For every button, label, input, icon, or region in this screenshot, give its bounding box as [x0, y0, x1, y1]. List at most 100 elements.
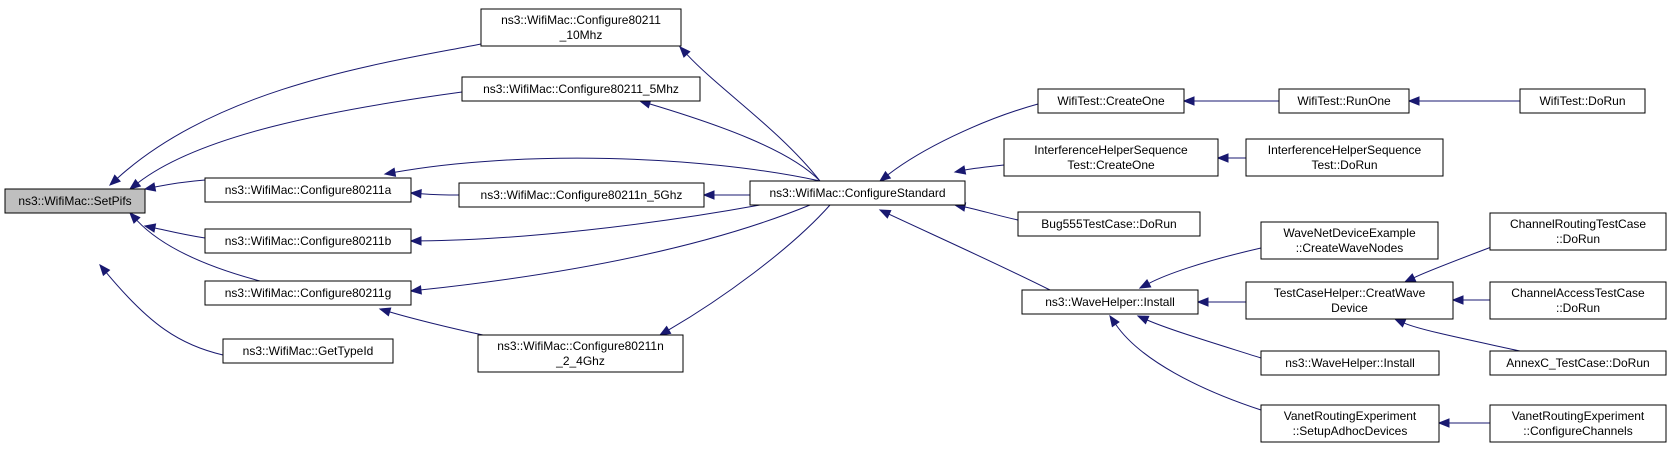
node-label: ns3::WaveHelper::Install — [1285, 356, 1415, 370]
node-box — [458, 182, 705, 208]
node-label: ::SetupAdhocDevices — [1293, 424, 1408, 438]
arrowhead — [1136, 315, 1150, 325]
node-box — [1245, 138, 1444, 177]
edge-line — [154, 179, 206, 188]
node-cn5[interactable]: ns3::WifiMac::Configure80211n_5Ghz — [458, 182, 705, 208]
node-ca[interactable]: ns3::WifiMac::Configure80211a — [204, 177, 412, 203]
edge-line — [1115, 323, 1262, 411]
node-label: ns3::WifiMac::ConfigureStandard — [769, 186, 945, 200]
arrowhead — [1196, 297, 1209, 307]
arrowhead — [109, 174, 121, 186]
node-box — [1489, 350, 1667, 376]
edge-line — [117, 43, 482, 179]
arrowhead — [1109, 314, 1120, 328]
edge-wnde-to-wave_install — [1138, 247, 1262, 289]
node-label: Test::CreateOne — [1067, 158, 1155, 172]
node-label: _10Mhz — [559, 28, 603, 42]
node-wave_install[interactable]: ns3::WaveHelper::Install — [1021, 289, 1199, 315]
node-box — [204, 177, 412, 203]
node-box — [1489, 281, 1667, 320]
node-crtc[interactable]: ChannelRoutingTestCase::DoRun — [1489, 212, 1667, 251]
node-bug555[interactable]: Bug555TestCase::DoRun — [1017, 211, 1201, 237]
node-box — [1017, 211, 1201, 237]
node-box — [480, 8, 682, 47]
node-cg[interactable]: ns3::WifiMac::Configure80211g — [204, 280, 412, 306]
node-gettypeid[interactable]: ns3::WifiMac::GetTypeId — [222, 338, 394, 364]
node-label: ns3::WifiMac::GetTypeId — [243, 344, 374, 358]
arrowhead — [953, 165, 967, 175]
edge-cstd-to-cn24 — [658, 204, 831, 336]
node-label: TestCaseHelper::CreatWave — [1274, 286, 1426, 300]
edge-line — [389, 311, 484, 336]
edge-wave_install-to-cstd — [878, 209, 1051, 291]
node-vre_setup[interactable]: VanetRoutingExperiment::SetupAdhocDevice… — [1260, 404, 1440, 443]
node-label: ns3::WifiMac::Configure80211n_5Ghz — [481, 188, 683, 202]
edge-wave_install2-to-wave_install — [1136, 315, 1262, 359]
edge-ihs_create-to-cstd — [953, 164, 1005, 175]
node-box — [461, 76, 701, 102]
node-c10[interactable]: ns3::WifiMac::Configure80211_10Mhz — [480, 8, 682, 47]
node-box — [204, 228, 412, 254]
edge-wt_run-to-wt_create — [1182, 96, 1279, 106]
arrowhead — [1451, 295, 1464, 305]
node-wt_dorun[interactable]: WifiTest::DoRun — [1519, 88, 1646, 114]
edge-gettypeid-to-setpifs — [99, 263, 224, 356]
node-label: WifiTest::DoRun — [1539, 94, 1625, 108]
node-box — [1278, 88, 1410, 114]
node-box — [1260, 350, 1440, 376]
edge-vre_setup-to-wave_install — [1109, 314, 1262, 411]
node-label: Test::DoRun — [1311, 158, 1377, 172]
node-box — [1003, 138, 1219, 177]
node-box — [1245, 281, 1454, 320]
node-box — [1260, 404, 1440, 443]
node-cb[interactable]: ns3::WifiMac::Configure80211b — [204, 228, 412, 254]
arrowhead — [383, 167, 397, 177]
edge-line — [668, 204, 831, 331]
arrowhead — [878, 170, 892, 182]
node-label: ns3::WifiMac::Configure80211 — [501, 13, 661, 27]
node-annexc[interactable]: AnnexC_TestCase::DoRun — [1489, 350, 1667, 376]
node-cstd[interactable]: ns3::WifiMac::ConfigureStandard — [749, 180, 966, 206]
edge-vre_conf-to-vre_setup — [1437, 418, 1490, 428]
edge-catc-to-tch — [1451, 295, 1491, 305]
arrowhead — [1138, 278, 1152, 289]
node-catc[interactable]: ChannelAccessTestCase::DoRun — [1489, 281, 1667, 320]
node-label: ::DoRun — [1556, 301, 1600, 315]
arrowhead — [409, 285, 422, 295]
node-c5[interactable]: ns3::WifiMac::Configure80211_5Mhz — [461, 76, 701, 102]
node-vre_conf[interactable]: VanetRoutingExperiment::ConfigureChannel… — [1489, 404, 1667, 443]
node-box — [1260, 221, 1439, 260]
node-wt_create[interactable]: WifiTest::CreateOne — [1037, 88, 1185, 114]
node-label: ns3::WaveHelper::Install — [1045, 295, 1175, 309]
edge-cstd-to-cn5 — [702, 190, 750, 200]
node-box — [222, 338, 394, 364]
node-label: Device — [1331, 301, 1368, 315]
edge-cn5-to-ca — [409, 189, 460, 199]
node-wnde[interactable]: WaveNetDeviceExample::CreateWaveNodes — [1260, 221, 1439, 260]
node-label: ::CreateWaveNodes — [1296, 241, 1404, 255]
edge-line — [136, 219, 261, 282]
node-box — [1021, 289, 1199, 315]
node-label: AnnexC_TestCase::DoRun — [1506, 356, 1649, 370]
edge-cstd-to-cg — [409, 204, 811, 295]
edge-line — [154, 227, 206, 239]
node-box — [4, 188, 146, 214]
node-wt_run[interactable]: WifiTest::RunOne — [1278, 88, 1410, 114]
node-cn24[interactable]: ns3::WifiMac::Configure80211n_2_4Ghz — [477, 334, 684, 373]
edge-line — [137, 91, 463, 184]
edge-tch-to-wave_install — [1196, 297, 1246, 307]
arrowhead — [128, 178, 142, 190]
edge-line — [1403, 322, 1521, 352]
edge-line — [1146, 319, 1262, 359]
node-box — [1037, 88, 1185, 114]
node-wave_install2[interactable]: ns3::WaveHelper::Install — [1260, 350, 1440, 376]
edge-wt_dorun-to-wt_run — [1407, 96, 1520, 106]
node-ihs_create[interactable]: InterferenceHelperSequenceTest::CreateOn… — [1003, 138, 1219, 177]
node-setpifs[interactable]: ns3::WifiMac::SetPifs — [4, 188, 146, 214]
node-box — [204, 280, 412, 306]
edge-line — [649, 103, 821, 182]
edge-ihs_dorun-to-ihs_create — [1216, 153, 1247, 163]
